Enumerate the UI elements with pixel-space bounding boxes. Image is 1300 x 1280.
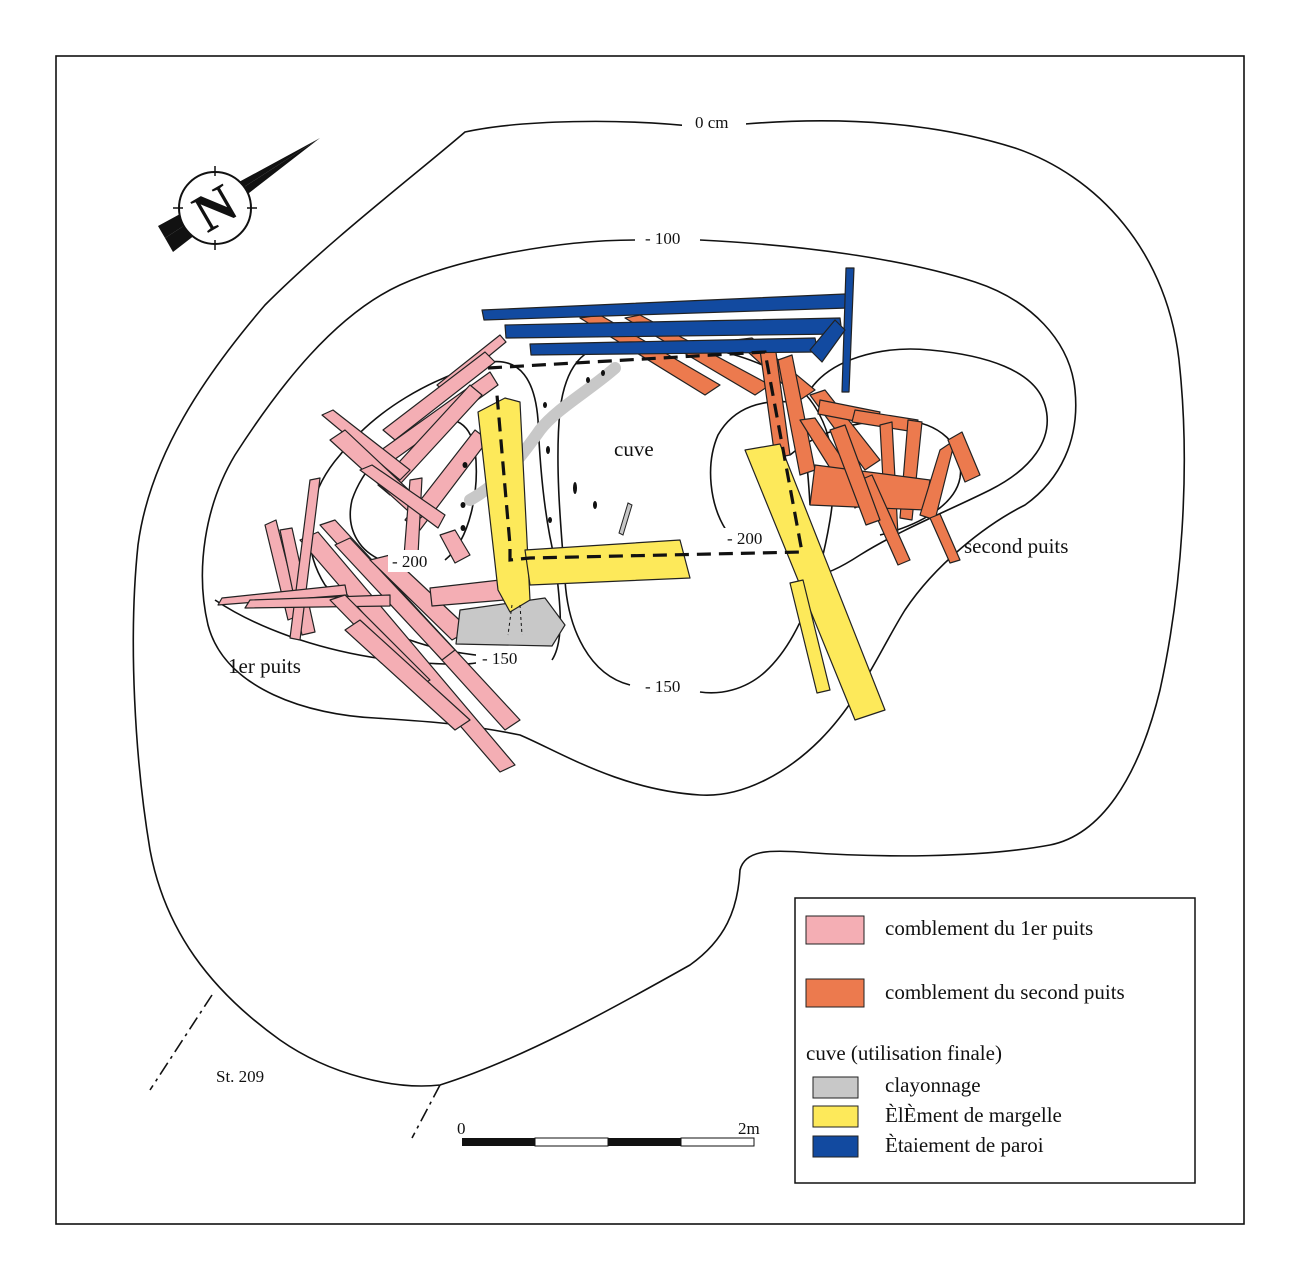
figure-frame [55, 55, 1245, 1225]
stake-hole [593, 501, 597, 509]
stake-hole [573, 482, 577, 494]
contour-label-200-left: - 200 [392, 552, 427, 571]
stake-hole [601, 370, 605, 376]
stake-hole [460, 502, 466, 508]
contour-0cm [132, 120, 1186, 1087]
margelle-left-post [477, 397, 531, 613]
margelle-elements [477, 397, 886, 721]
stake-hole [586, 377, 590, 383]
label-cuve: cuve [614, 437, 654, 461]
north-arrow-icon: N [158, 138, 320, 252]
timber-orange-15 [929, 513, 961, 564]
legend-label-yellow: ÈlÈment de margelle [885, 1103, 1062, 1127]
label-structure: St. 209 [216, 1067, 264, 1086]
contour-label-200-right: - 200 [727, 529, 762, 548]
legend-label-pink: comblement du 1er puits [885, 916, 1093, 940]
cuve-stake-a [507, 604, 513, 636]
legend-swatch-orange [805, 978, 865, 1008]
timbers-premier-puits [217, 334, 521, 773]
stake-holes [460, 370, 633, 536]
section-line-b [411, 1084, 441, 1139]
scale-start-label: 0 [457, 1119, 466, 1138]
etaiement-short [809, 319, 846, 363]
legend-swatch-pink [805, 915, 865, 945]
stake-hole [546, 446, 550, 454]
label-second-puits: second puits [964, 534, 1068, 558]
clayonnage [455, 362, 621, 647]
contour-100 [201, 239, 1077, 796]
legend-swatch-grey [812, 1076, 859, 1099]
contour-label-150-left: - 150 [482, 649, 517, 668]
timber-pink-9 [359, 464, 446, 529]
label-premier-puits: 1er puits [228, 654, 301, 678]
etaiement-beam-3 [529, 337, 819, 356]
stake-sliver [618, 502, 633, 536]
legend-label-blue: Ètaiement de paroi [885, 1133, 1044, 1157]
etaiement-post [841, 267, 855, 393]
stake-hole [462, 462, 468, 468]
cuve-outline [487, 350, 804, 562]
margelle-right-fragment [789, 579, 831, 694]
contour-label-0cm: 0 cm [695, 113, 729, 132]
contour-right-lobe [809, 348, 1048, 576]
legend-label-grey: clayonnage [885, 1073, 981, 1097]
etaiement-beam-1 [481, 293, 849, 321]
timber-orange-16 [859, 474, 911, 566]
contour-label-100: - 100 [645, 229, 680, 248]
contour-labels: 0 cm - 100 - 150 - 150 - 200 - 200 [388, 112, 774, 698]
etaiement-beam-2 [504, 317, 843, 339]
cuve-stake-b [519, 604, 523, 636]
section-line-a [149, 994, 213, 1091]
scale-bar: 0 2m [457, 1119, 760, 1147]
margelle-right-post [744, 443, 886, 721]
etaiement-paroi [481, 267, 855, 393]
legend-label-orange: comblement du second puits [885, 980, 1125, 1004]
clayonnage-basket [455, 597, 566, 647]
stake-hole [543, 402, 547, 408]
timber-orange-17 [829, 424, 881, 526]
timber-pink-13 [334, 537, 456, 661]
timber-pink-10 [439, 529, 471, 564]
timber-pink-22 [344, 619, 471, 731]
legend-subtitle: cuve (utilisation finale) [806, 1041, 1002, 1065]
stake-hole [460, 525, 466, 531]
legend-swatch-blue [812, 1135, 859, 1158]
contour-label-150-centre: - 150 [645, 677, 680, 696]
timber-pink-20 [429, 579, 506, 607]
legend-box [794, 897, 1196, 1184]
legend: comblement du 1er puits comblement du se… [794, 897, 1196, 1184]
margelle-bottom-beam [524, 539, 691, 586]
timber-orange-14 [947, 431, 981, 483]
scale-end-label: 2m [738, 1119, 760, 1138]
legend-swatch-yellow [812, 1105, 859, 1128]
stake-hole [548, 517, 552, 523]
